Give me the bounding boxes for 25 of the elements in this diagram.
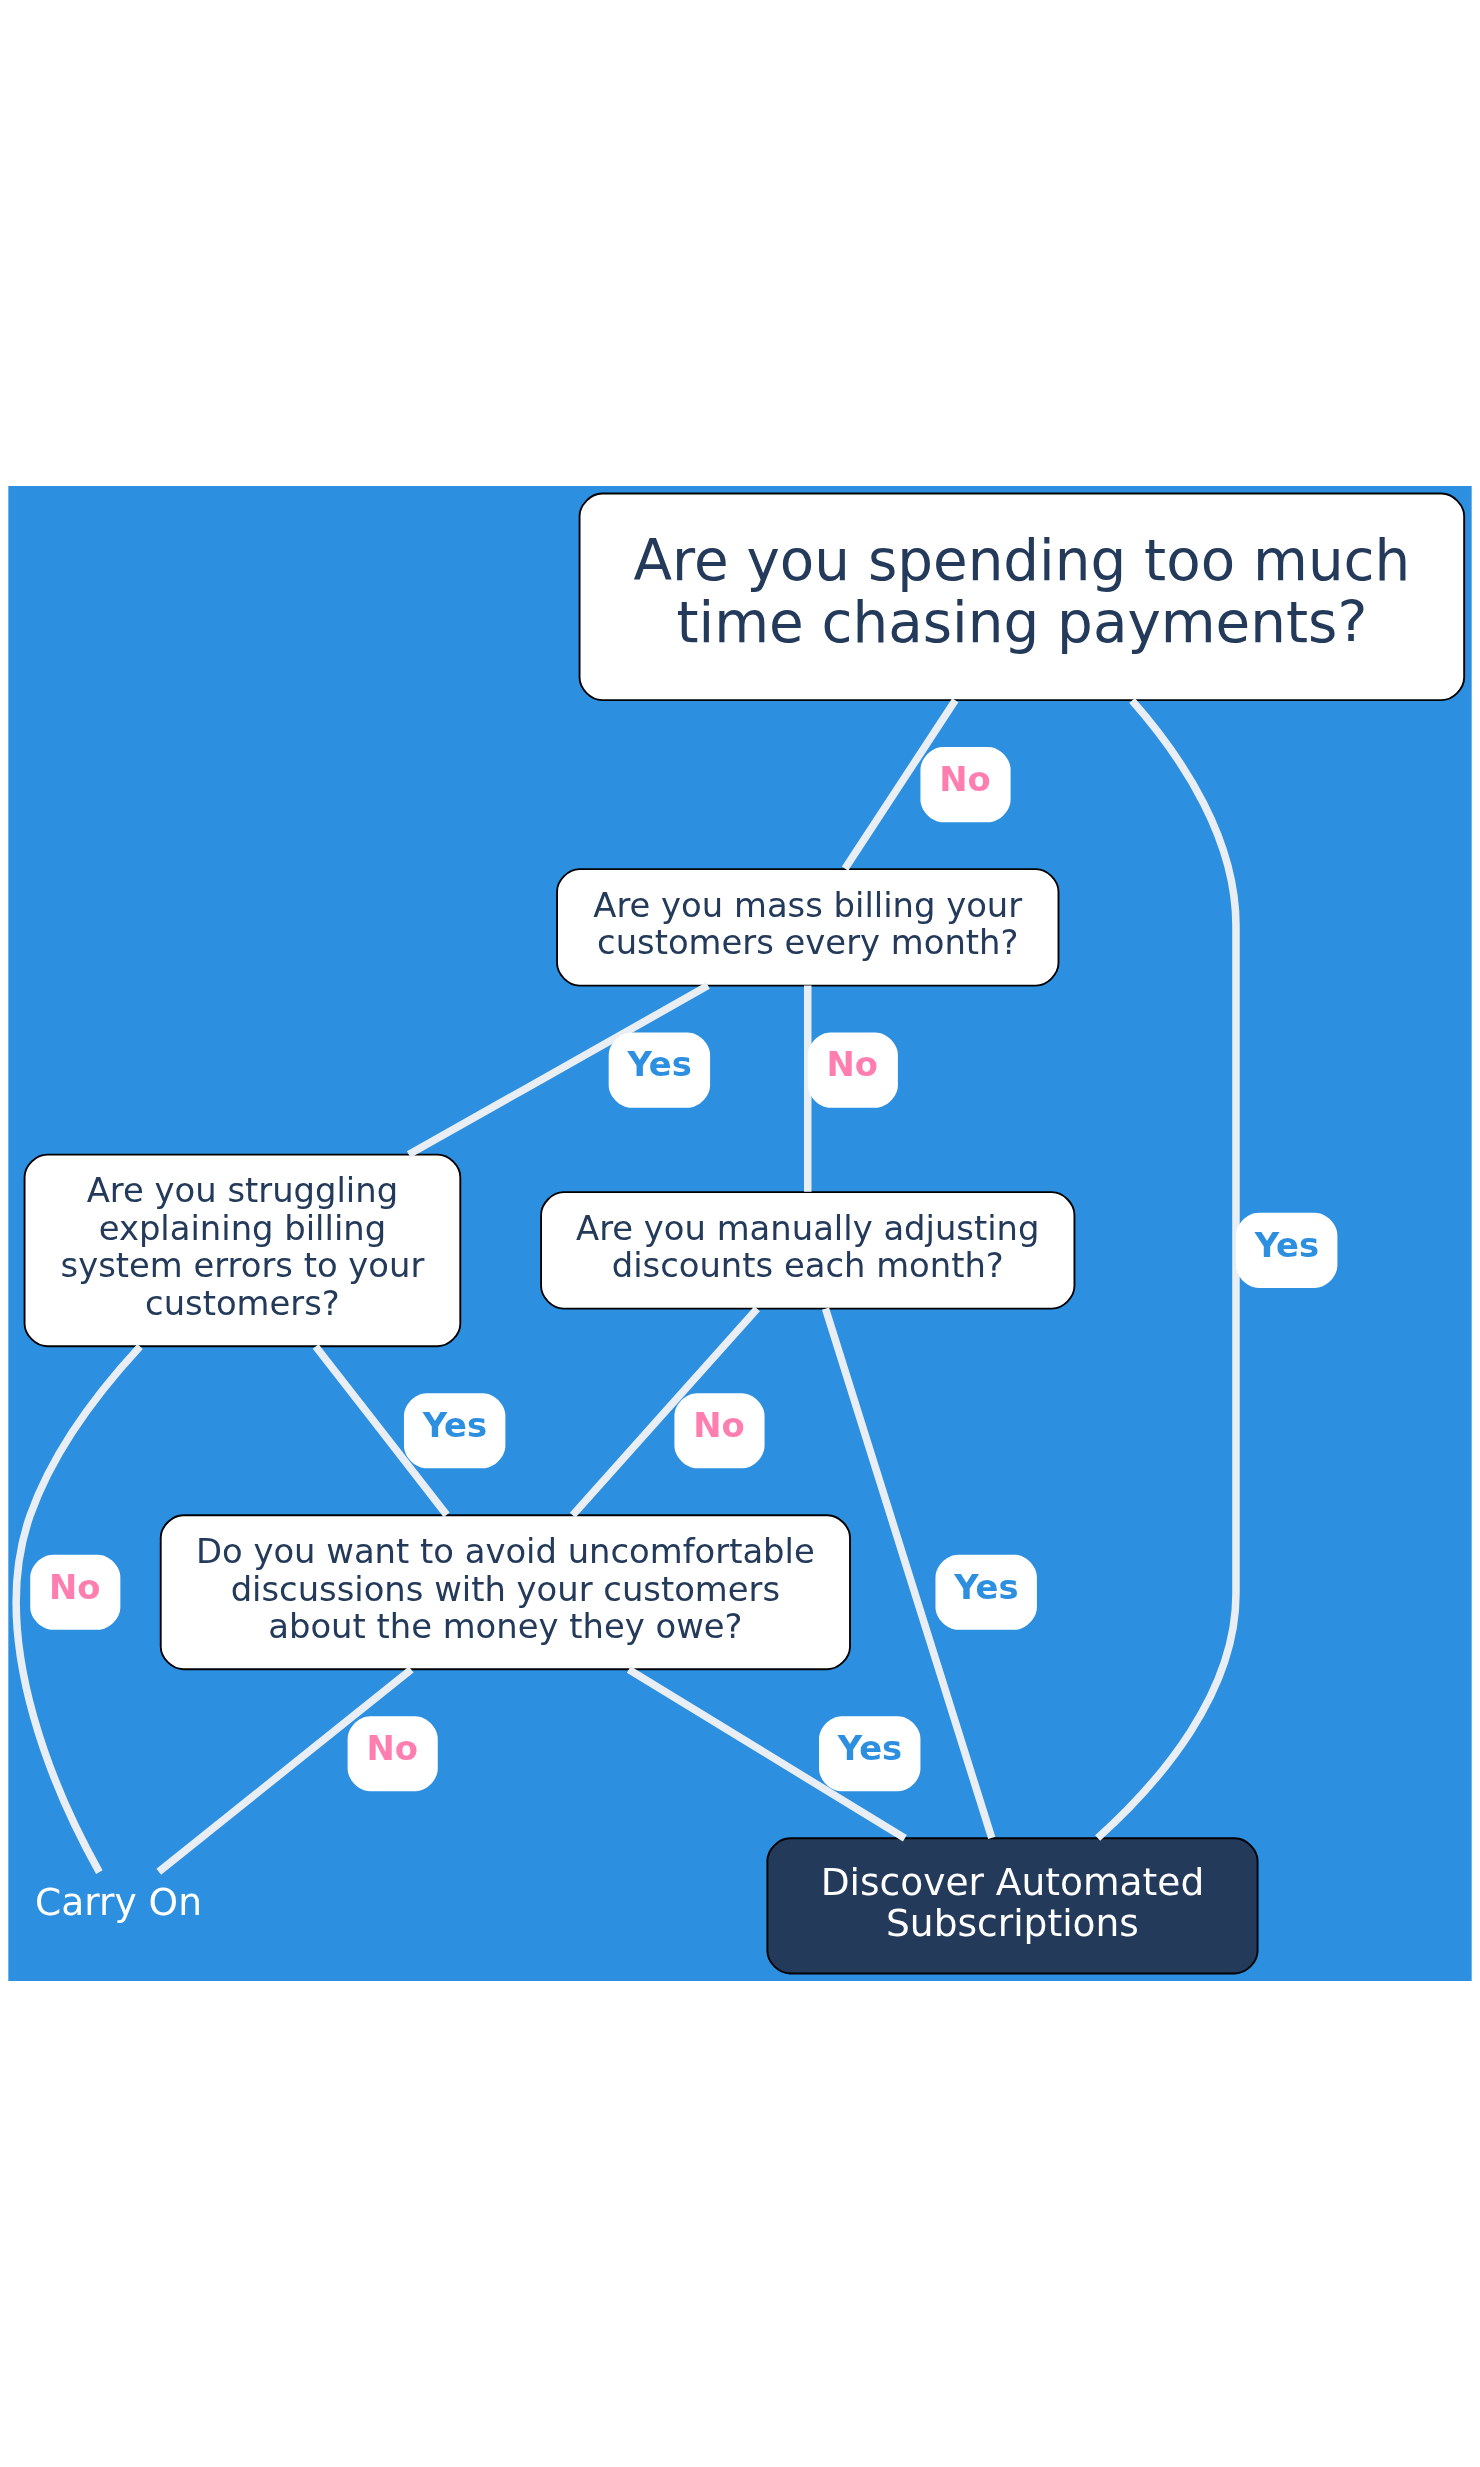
edge-label: Yes: [1254, 1225, 1320, 1265]
node-text: Carry On: [35, 1880, 202, 1925]
connector: [12, 1343, 143, 1874]
connector: [569, 1306, 760, 1518]
connector: [312, 1344, 450, 1518]
node-box: Are you struggling explaining billing system errors to your customers?: [23, 1153, 462, 1348]
edge-label: No: [939, 760, 991, 800]
connector: [841, 698, 959, 871]
edge-label: No: [366, 1729, 418, 1769]
edge-label: Yes: [954, 1567, 1019, 1607]
connector: [804, 985, 812, 1192]
node-box: Discover Automated Subscriptions: [766, 1837, 1259, 1975]
node-box: Are you spending too much time chasing payments?: [578, 492, 1466, 702]
edge-label: Yes: [422, 1406, 488, 1446]
node-box: Do you want to avoid uncomfortable discussions with your customers about the money they owe?: [159, 1514, 851, 1671]
edge-label: Yes: [837, 1729, 903, 1769]
node-box: Are you manually adjusting discounts each month?: [540, 1191, 1076, 1310]
connector: [1095, 698, 1240, 1841]
connector: [156, 1666, 414, 1875]
edge-label: No: [48, 1567, 101, 1607]
edge-label: Yes: [627, 1045, 692, 1085]
edge-label: No: [826, 1045, 879, 1085]
connector: [626, 1666, 907, 1842]
edge-label: No: [693, 1406, 745, 1446]
node-box: Are you mass billing your customers every month?: [556, 868, 1060, 987]
